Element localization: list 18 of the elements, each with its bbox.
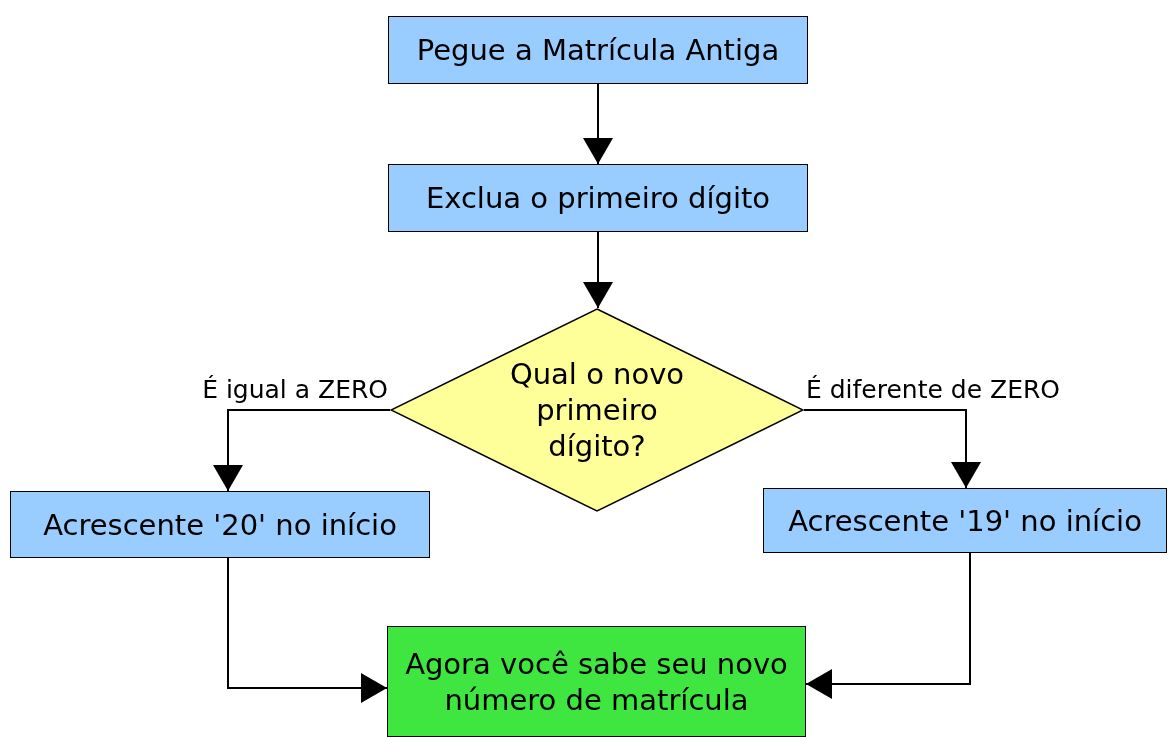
arrow bbox=[583, 83, 613, 165]
step-text: Exclua o primeiro dígito bbox=[425, 180, 771, 216]
process-box bbox=[388, 16, 808, 84]
arrow bbox=[213, 409, 391, 492]
process-box bbox=[387, 626, 806, 737]
arrow bbox=[583, 231, 613, 309]
arrow bbox=[227, 557, 388, 703]
arrow bbox=[803, 409, 981, 489]
step-text: Pegue a Matrícula Antiga bbox=[416, 32, 780, 68]
step-text: Agora você sabe seu novo número de matrícula bbox=[404, 645, 789, 718]
process-box bbox=[10, 491, 430, 558]
step-text: Acrescente '20' no início bbox=[43, 506, 397, 543]
step-text: Acrescente '19' no início bbox=[788, 502, 1142, 539]
decision-text: Qual o novo primeiro dígito? bbox=[508, 356, 686, 464]
process-box bbox=[763, 488, 1167, 553]
edge-label: É igual a ZERO bbox=[202, 374, 388, 406]
arrow bbox=[805, 552, 971, 699]
process-box bbox=[388, 164, 808, 232]
